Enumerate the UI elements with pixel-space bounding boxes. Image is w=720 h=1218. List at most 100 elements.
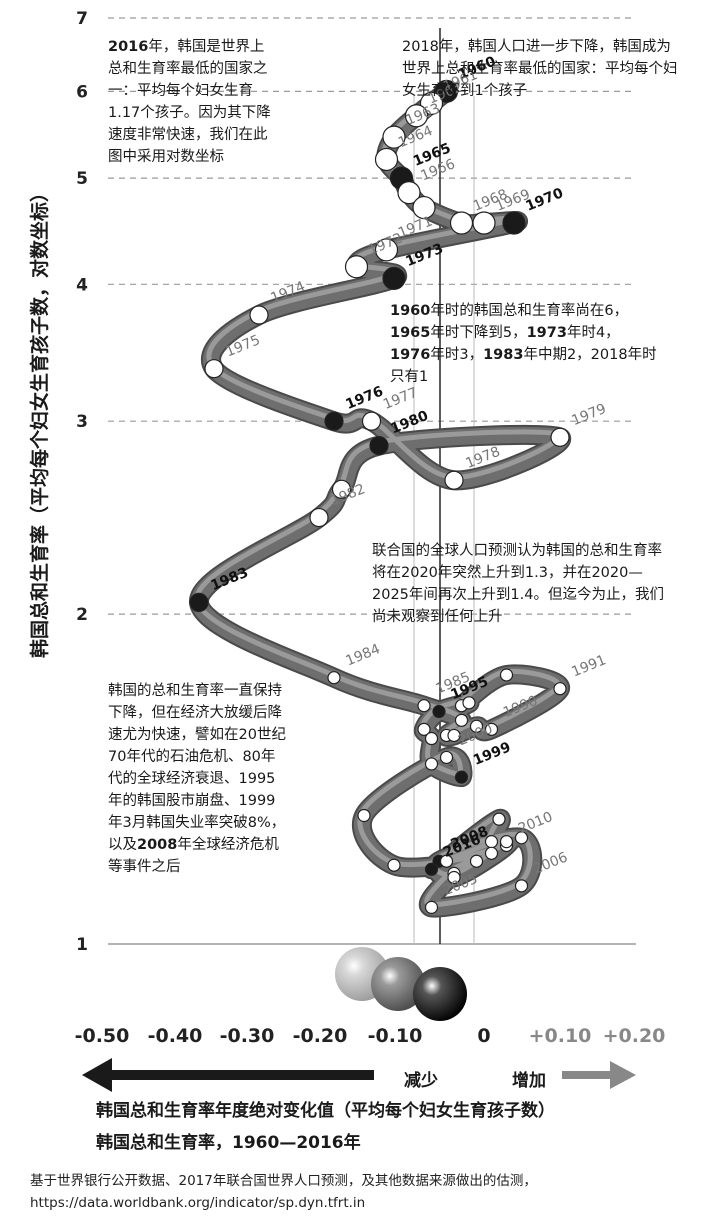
note_decline-run: 年全球经济危机等事件之后 [108,837,279,875]
year-marker [404,104,429,128]
year-marker [454,713,469,727]
year-label: 1979 [570,401,609,429]
year-marker [357,808,371,823]
note_milestones-run: 年时4， [566,325,620,341]
year-marker [447,870,461,885]
increase-arrow-head [610,1061,636,1089]
note_milestones-run: 1976 [390,347,431,363]
year-marker [553,682,567,696]
year-marker [444,470,464,490]
note-un-forecast: 联合国的全球人口预测认为韩国的总和生育率将在2020年突然上升到1.3，并在20… [372,543,664,625]
y-tick-label: 7 [76,9,88,29]
year-marker [327,671,341,685]
year-marker [424,862,439,876]
note_milestones-run: 1960 [390,303,431,319]
y-tick-label: 2 [76,605,88,625]
year-marker [484,846,499,860]
year-marker [447,728,461,743]
direction-arrows [82,1058,636,1092]
year-marker [324,411,344,431]
y-tick-label: 3 [76,412,88,432]
year-marker [439,750,454,765]
note_decline-run: 韩国的总和生育率一直保持下降，但在经济大放缓后降速尤为快速，譬如在20世纪70年… [108,683,286,853]
year-marker [417,722,431,736]
year-marker [514,879,529,893]
increase-label: 增加 [512,1071,546,1091]
year-marker [514,831,529,845]
note_milestones-run: 年时3， [430,347,484,363]
x-axis-title: 韩国总和生育率年度绝对变化值（平均每个妇女生育孩子数） [96,1101,555,1121]
decrease-arrow-shaft [104,1070,374,1080]
note_milestones-run: 年中期2，2018年时只有1 [390,347,657,385]
decrease-label: 减少 [404,1071,438,1091]
note_2016-run: 2016 [108,39,149,55]
year-label: 2010 [516,809,555,837]
year-marker [412,195,436,220]
year-label: 1984 [344,641,383,669]
note_milestones-run: 1983 [483,347,524,363]
year-marker [484,722,499,736]
x-tick-label: -0.10 [368,1025,423,1047]
x-tick-label: +0.10 [529,1025,592,1047]
year-marker [499,668,514,682]
year-label: 1999 [471,739,513,768]
y-tick-label: 5 [76,169,88,189]
year-marker [439,854,454,868]
year-marker [492,812,506,826]
year-label: 1970 [524,185,566,215]
year-marker [344,255,369,279]
x-tick-label: -0.50 [75,1025,130,1047]
x-tick-label: -0.30 [220,1025,275,1047]
note-decline: 韩国的总和生育率一直保持下降，但在经济大放缓后降速尤为快速，譬如在20世纪70年… [108,680,286,878]
ball-medium [371,957,425,1011]
year-marker [417,699,431,713]
legend-balls [335,947,467,1021]
year-marker [189,592,209,613]
year-marker [204,359,224,379]
x-tick-label: 0 [477,1025,490,1047]
year-marker [397,181,421,205]
y-tick-label: 6 [76,82,88,102]
note_milestones-run: 1973 [526,325,567,341]
ball-dark [413,967,467,1021]
year-marker [469,854,484,868]
year-marker [502,211,526,235]
year-marker [424,900,439,914]
year-markers [189,79,570,914]
note_milestones-run: 1965 [390,325,431,341]
year-marker [331,479,352,499]
note_decline-run: 2008 [137,837,178,853]
year-marker [382,125,406,149]
year-marker [309,507,329,528]
y-axis-title-text: 韩国总和生育率（平均每个妇女生育孩子数，对数坐标） [28,182,51,658]
note_milestones-run: 年时下降到5， [430,325,527,341]
year-marker [374,147,399,172]
year-marker [454,770,469,784]
year-label: 1991 [570,652,609,680]
x-tick-label: -0.20 [293,1025,348,1047]
year-marker [449,211,474,235]
year-marker [499,835,514,849]
year-marker [432,704,446,719]
year-marker [472,211,496,235]
x-tick-label: +0.20 [603,1025,666,1047]
note_milestones-run: 年时的韩国总和生育率尚在6， [430,303,629,319]
year-marker [424,757,439,771]
year-marker [550,427,570,447]
year-marker [462,696,476,710]
y-tick-label: 1 [76,935,88,955]
source-note: 基于世界银行公开数据、2017年联合国世界人口预测，及其他数据来源做出的估测，h… [30,1173,537,1211]
decrease-arrow-head [82,1058,112,1092]
increase-arrow-shaft [562,1071,614,1079]
note_2016-run: 年，韩国是世界上总和生育率最低的国家之一：平均每个妇女生育1.17个孩子。因为其… [108,39,271,165]
year-marker [382,266,406,290]
note-2016: 2016年，韩国是世界上总和生育率最低的国家之一：平均每个妇女生育1.17个孩子… [108,36,276,168]
y-tick-label: 4 [76,275,88,295]
year-marker [249,305,269,325]
note-2018: 2018年，韩国人口进一步下降，韩国成为世界上总和生育率最低的国家：平均每个妇女… [402,39,678,99]
year-marker [369,436,389,456]
year-marker [424,731,439,746]
year-marker [469,719,484,733]
